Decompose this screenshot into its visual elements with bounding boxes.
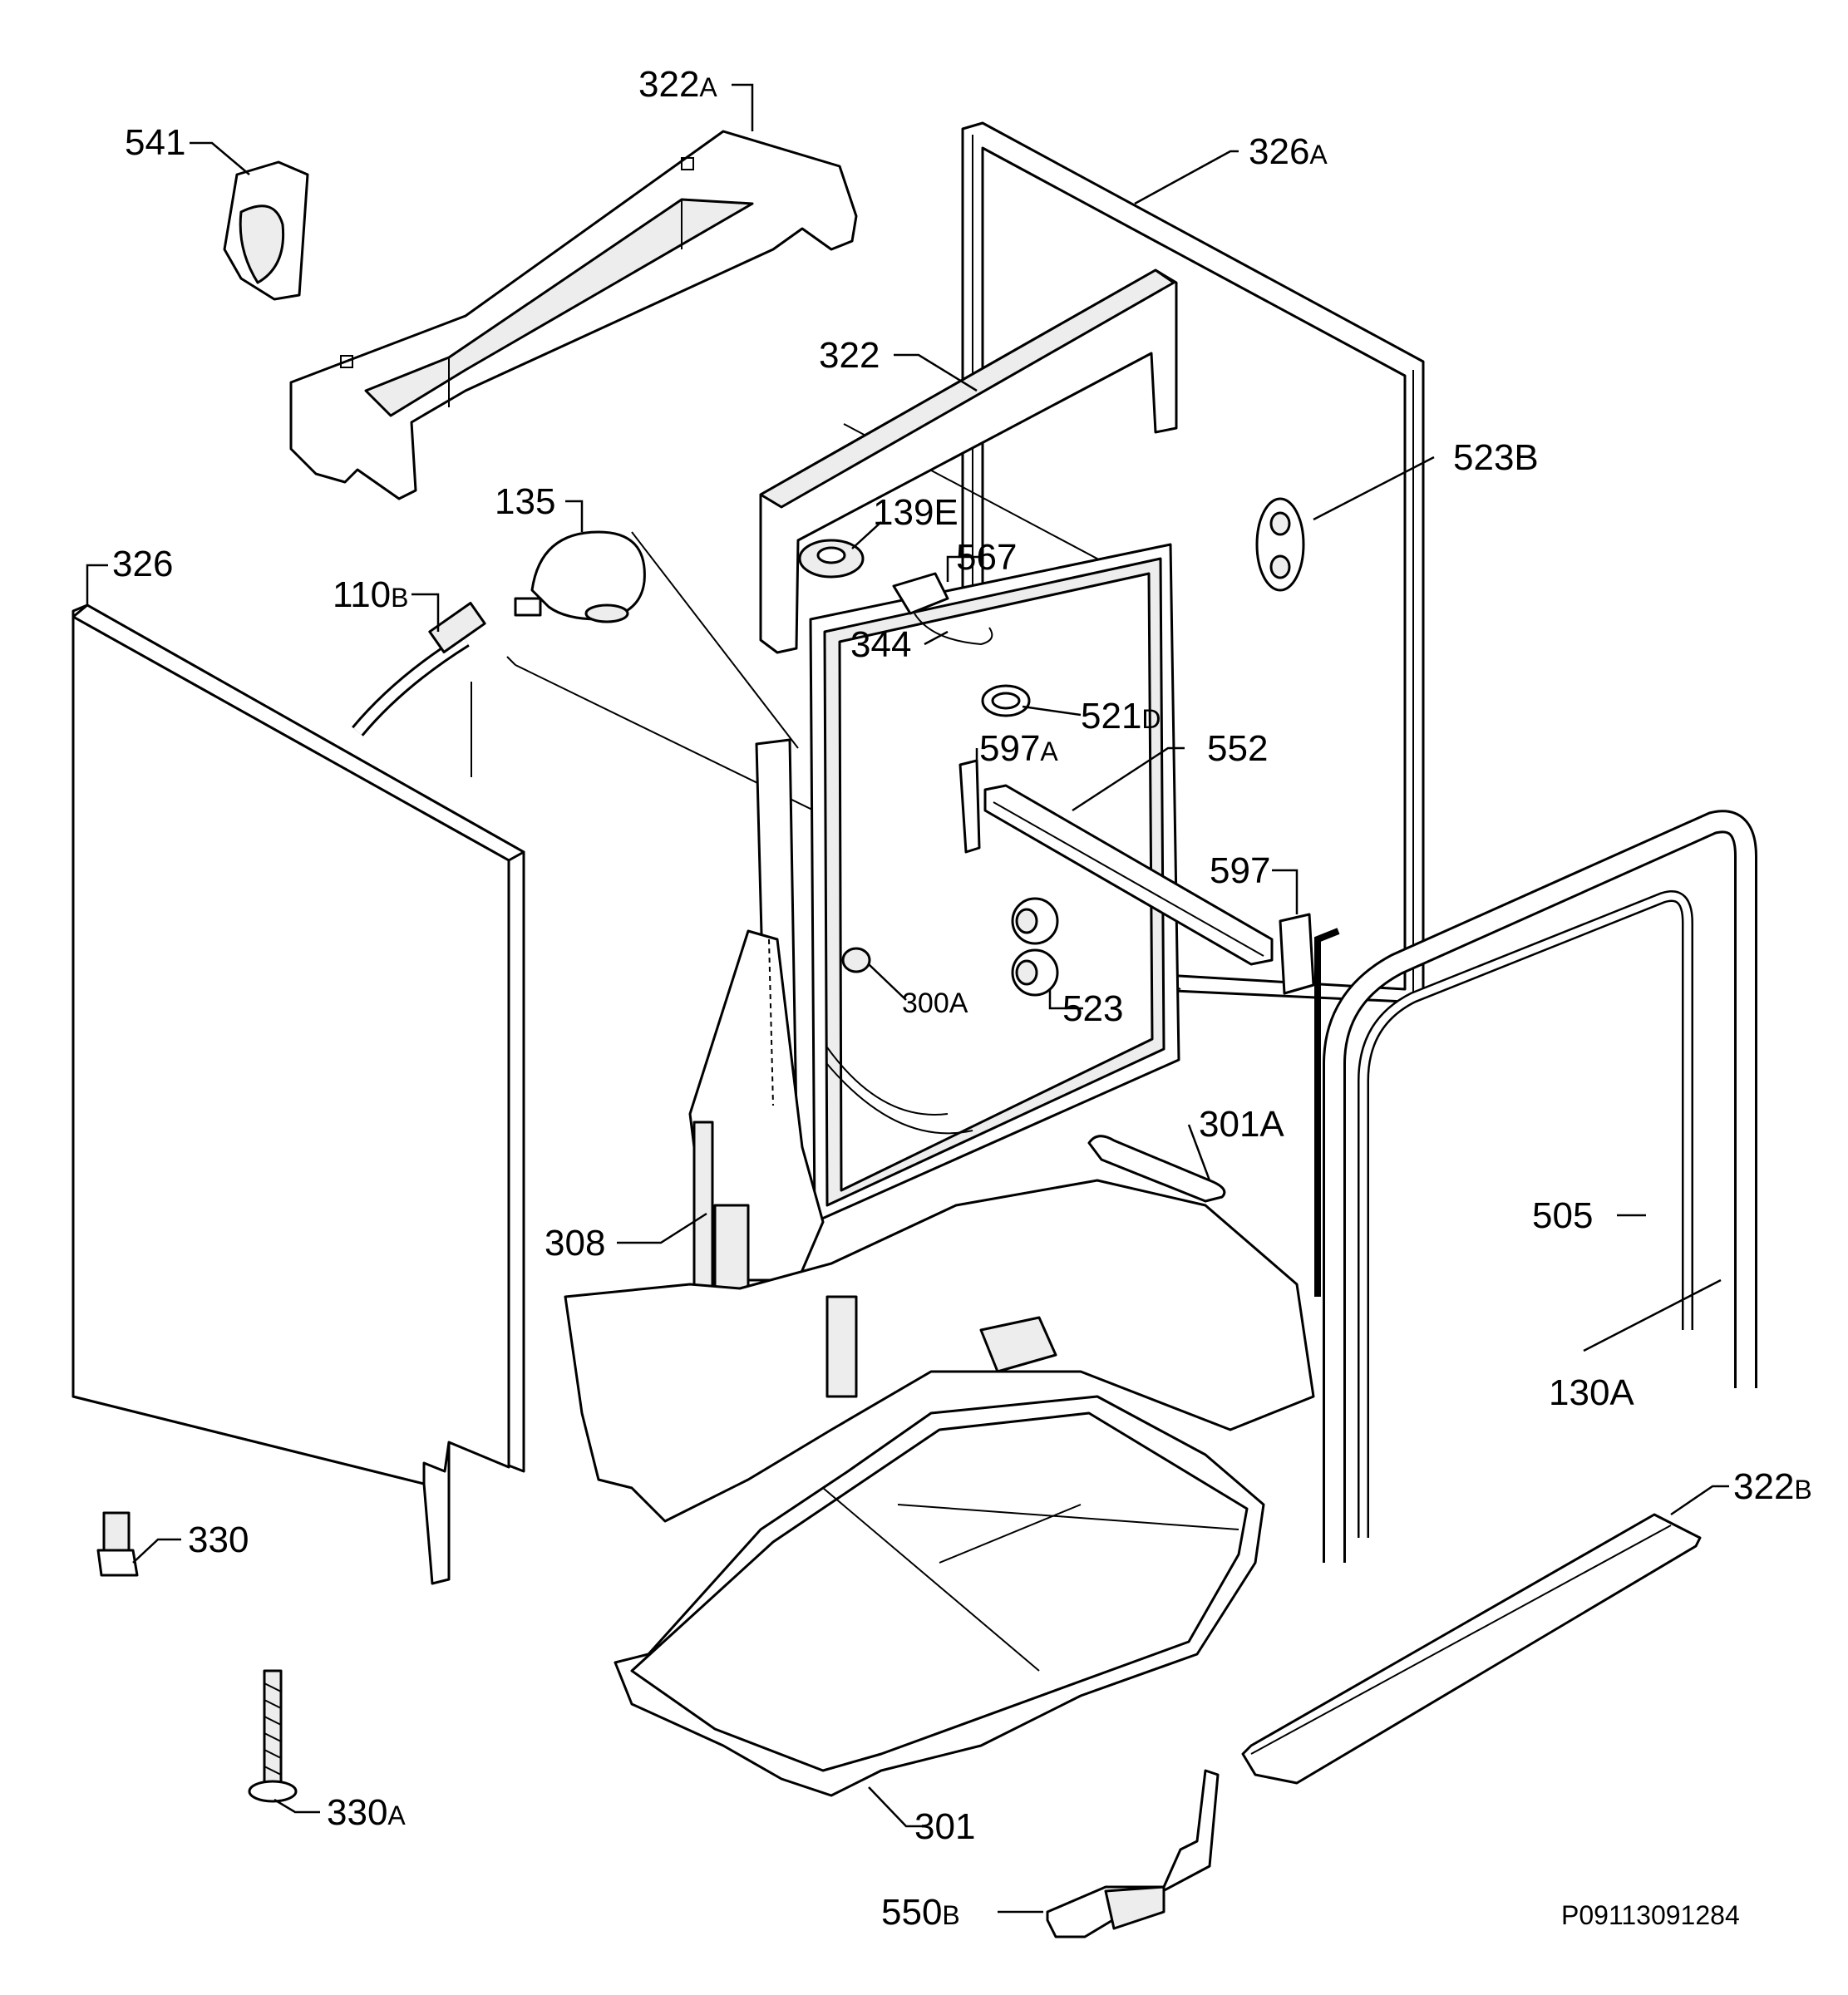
label-322: 322 [819, 335, 880, 376]
label-139e: 139E [873, 492, 958, 533]
label-567: 567 [956, 537, 1017, 578]
clip-597[interactable] [1279, 913, 1315, 995]
bolt-330[interactable] [96, 1511, 139, 1577]
label-505: 505 [1532, 1195, 1593, 1236]
label-523: 523 [1062, 988, 1123, 1029]
label-326: 326 [112, 544, 173, 584]
bracket-550b[interactable] [1046, 1769, 1220, 1938]
label-135: 135 [495, 481, 555, 522]
float-135[interactable] [514, 530, 646, 623]
label-322b: 322B [1733, 1466, 1812, 1507]
top-frame-322a[interactable] [289, 130, 858, 500]
rail-552[interactable] [983, 784, 1274, 966]
side-panel-326[interactable] [71, 603, 525, 1585]
clip-541[interactable] [223, 160, 309, 301]
label-130a: 130A [1549, 1372, 1634, 1413]
hose-110b[interactable] [352, 602, 486, 777]
clip-597a[interactable] [958, 759, 981, 854]
label-597: 597 [1210, 850, 1270, 891]
screw-330a[interactable] [248, 1669, 298, 1803]
label-344: 344 [850, 624, 911, 665]
label-110b: 110B [333, 574, 409, 615]
label-550b: 550B [881, 1892, 960, 1933]
label-597a: 597A [979, 728, 1058, 769]
frame-322[interactable] [759, 268, 1178, 654]
label-326a: 326A [1249, 131, 1328, 172]
label-300a: 300A [902, 988, 968, 1019]
bracket-567[interactable] [892, 572, 949, 615]
label-552: 552 [1207, 728, 1268, 769]
label-541: 541 [125, 122, 185, 163]
leader-lines [86, 83, 1729, 1914]
label-322a: 322A [638, 64, 717, 105]
label-301a: 301A [1199, 1104, 1284, 1145]
door-seal-505[interactable] [1314, 810, 1757, 1563]
nut-139e[interactable] [798, 539, 865, 579]
label-301: 301 [914, 1806, 975, 1847]
grommet-523[interactable] [1011, 897, 1059, 997]
cover-301a[interactable] [1087, 1135, 1226, 1203]
strip-322b[interactable] [1241, 1513, 1702, 1785]
label-330a: 330A [327, 1792, 406, 1833]
label-521d: 521D [1081, 696, 1161, 736]
label-523b: 523B [1453, 437, 1539, 478]
ring-521d[interactable] [981, 684, 1031, 717]
base-plate-301[interactable] [614, 1395, 1265, 1797]
document-code: P09113091284 [1561, 1900, 1740, 1930]
grommet-523b[interactable] [1255, 497, 1305, 592]
base-assembly[interactable] [564, 1179, 1315, 1523]
nut-300a[interactable] [841, 947, 871, 973]
label-308: 308 [545, 1223, 605, 1264]
tub-front-frame[interactable] [755, 543, 1180, 1224]
label-330: 330 [188, 1520, 249, 1560]
callout-labels: 541 322A 326A 322 523B 135 139E 567 326 … [112, 64, 1812, 1933]
spring-344[interactable] [914, 613, 993, 646]
